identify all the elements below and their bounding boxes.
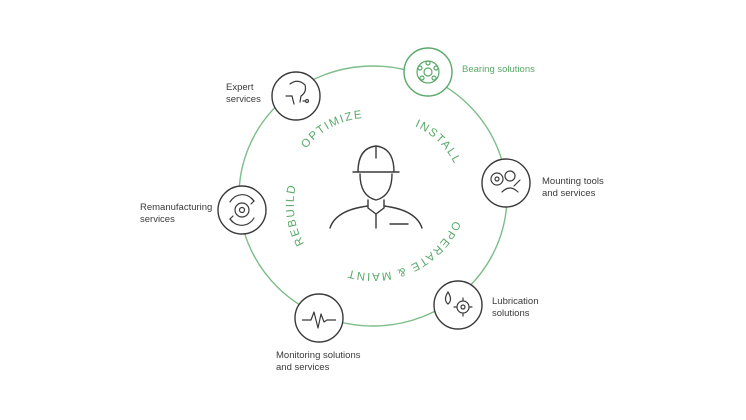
monitoring-node[interactable] xyxy=(294,293,344,343)
phase-install: INSTALL xyxy=(413,118,463,166)
bearing-node[interactable] xyxy=(403,47,453,97)
phase-operate-maintain: OPERATE & MAINTAIN xyxy=(0,0,462,282)
bearing-icon xyxy=(416,60,440,84)
service-engineer-icon xyxy=(329,145,423,229)
remanufacturing-icon xyxy=(229,194,255,226)
mounting-tools-node[interactable] xyxy=(481,158,531,208)
expert-services-node[interactable] xyxy=(271,71,321,121)
expert-services-icon xyxy=(285,80,310,105)
remanufacturing-node[interactable] xyxy=(217,185,267,235)
phase-rebuild: REBUILD xyxy=(285,183,307,248)
mounting-tools-icon xyxy=(490,170,521,193)
lubrication-icon xyxy=(444,290,473,317)
node-label-bearing: Bearing solutions xyxy=(462,64,535,75)
lubrication-node[interactable] xyxy=(433,280,483,330)
monitoring-icon xyxy=(302,311,336,329)
